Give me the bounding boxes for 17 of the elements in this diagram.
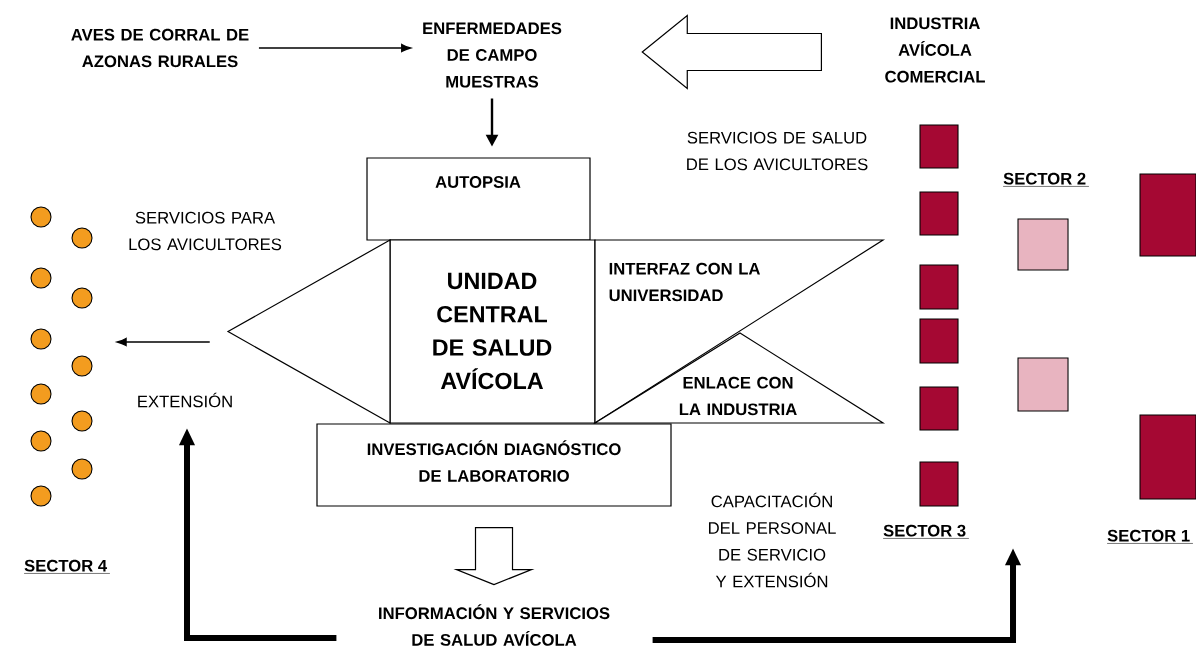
block-arrow: [641, 14, 822, 90]
annotation-text: SERVICIOS DE SALUD DE LOS AVICULTORES: [687, 131, 868, 171]
sector-label: SECTOR 3: [882, 524, 970, 539]
flow-label: AVES DE CORRAL DE AZONAS RURALES: [71, 28, 249, 68]
flow-label: EXTENSIÓN: [138, 392, 232, 408]
flow-label: ENFERMEDADES DE CAMPO MUESTRAS: [423, 22, 562, 88]
annotation-text: CAPACITACIÓN DEL PERSONAL DE SERVICIO Y EXTENSIÓN: [709, 492, 836, 588]
process-box: AUTOPSIA: [366, 157, 591, 241]
sector-label: SECTOR 4: [23, 559, 111, 574]
process-box: INVESTIGACIÓN DIAGNÓSTICO DE LABORATORIO: [316, 423, 672, 507]
sector-label: SECTOR 1: [1106, 529, 1194, 544]
flow-label: INDUSTRIA AVÍCOLA COMERCIAL: [885, 17, 985, 83]
arrow: [116, 337, 211, 347]
flow-label: INFORMACIÓN Y SERVICIOS DE SALUD AVÍCOLA: [379, 604, 610, 646]
annotation-text: SERVICIOS PARA LOS AVICULTORES: [129, 211, 282, 251]
arrow: [258, 43, 412, 53]
sector-label: SECTOR 2: [1002, 172, 1090, 187]
